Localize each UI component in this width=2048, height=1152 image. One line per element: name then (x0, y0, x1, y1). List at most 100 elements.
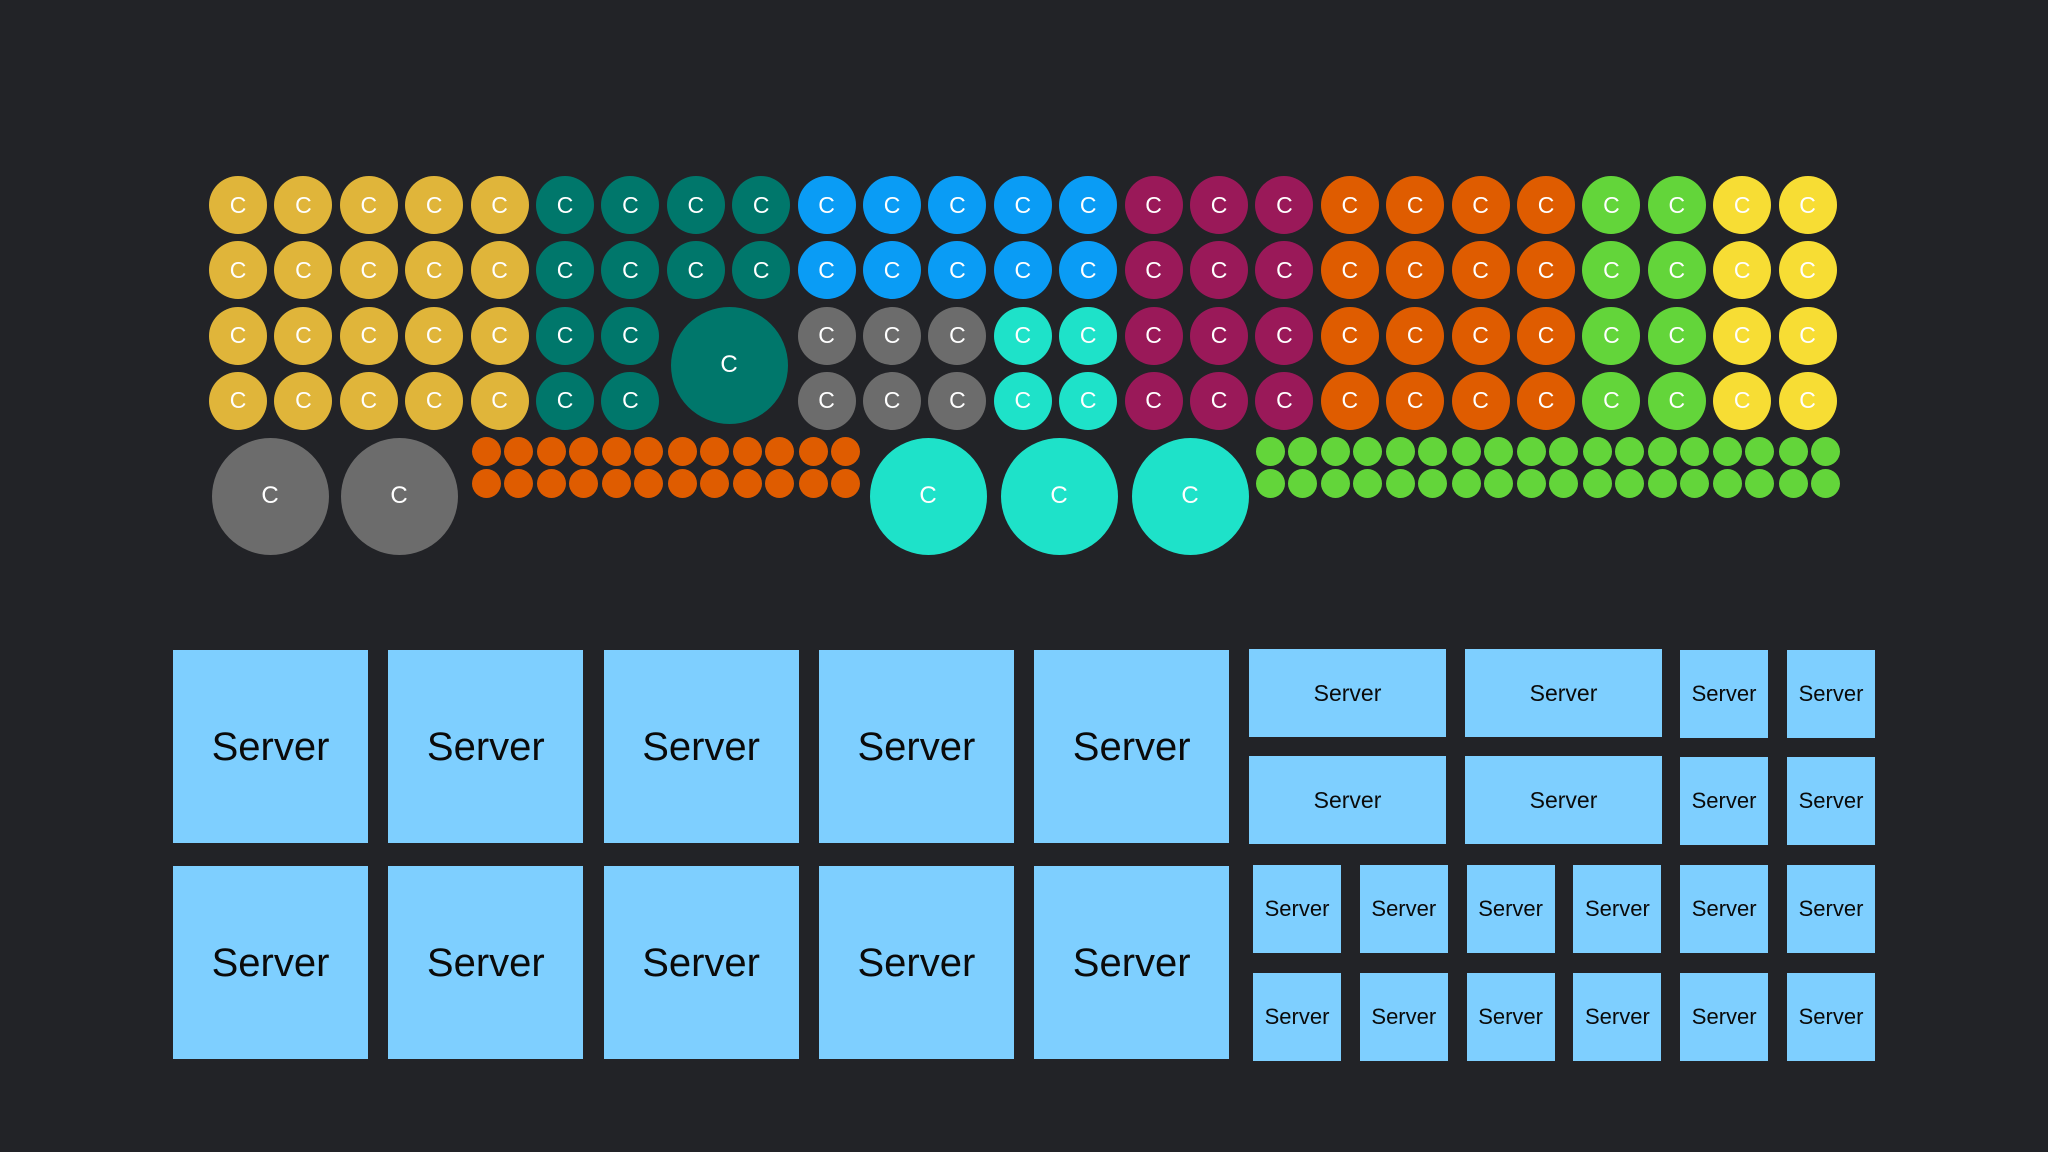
container-gray: C (928, 306, 987, 365)
container-yellow: C (1778, 371, 1837, 430)
container-blue: C (993, 241, 1052, 300)
container-dot-orange (830, 436, 860, 466)
container-magenta: C (1124, 371, 1183, 430)
server-small: Server (1573, 865, 1662, 953)
container-dot-green (1287, 436, 1317, 466)
container-mustard: C (274, 371, 333, 430)
container-teal: C (536, 306, 594, 365)
container-yellow: C (1778, 306, 1837, 365)
server-small: Server (1787, 973, 1875, 1061)
container-dot-green (1679, 468, 1709, 498)
container-dot-green (1582, 436, 1612, 466)
container-gray: C (863, 306, 921, 365)
container-teal: C (732, 241, 791, 300)
container-mustard: C (405, 241, 464, 300)
container-mustard: C (470, 176, 529, 234)
container-large-gray: C (340, 437, 458, 555)
container-magenta: C (1255, 241, 1314, 300)
container-orange: C (1386, 306, 1445, 365)
container-dot-orange (634, 436, 664, 466)
container-cyan: C (993, 371, 1052, 430)
container-dot-green (1647, 436, 1677, 466)
container-dot-green (1320, 468, 1350, 498)
container-blue: C (928, 176, 987, 234)
container-green: C (1647, 241, 1706, 300)
container-dot-orange (602, 436, 632, 466)
container-dot-orange (699, 436, 729, 466)
container-dot-green (1451, 436, 1481, 466)
container-orange: C (1320, 306, 1379, 365)
container-dot-orange (536, 468, 566, 498)
container-mustard: C (274, 306, 333, 365)
container-mustard: C (405, 371, 464, 430)
server-small: Server (1253, 865, 1341, 953)
container-cyan: C (1059, 371, 1118, 430)
container-dot-orange (765, 468, 795, 498)
container-dot-orange (634, 468, 664, 498)
container-blue: C (1059, 241, 1118, 300)
container-mustard: C (274, 241, 333, 300)
container-dot-green (1255, 468, 1285, 498)
server-small: Server (1680, 650, 1768, 738)
container-yellow: C (1713, 176, 1772, 234)
container-dot-orange (699, 468, 729, 498)
server-small: Server (1359, 973, 1448, 1061)
container-magenta: C (1255, 371, 1314, 430)
container-magenta: C (1124, 306, 1183, 365)
container-dot-green (1647, 468, 1677, 498)
server-large: Server (818, 650, 1014, 843)
container-blue: C (863, 176, 921, 234)
container-orange: C (1386, 176, 1445, 234)
container-orange: C (1386, 371, 1445, 430)
container-mustard: C (339, 306, 398, 365)
container-mustard: C (470, 241, 529, 300)
container-dot-green (1679, 436, 1709, 466)
container-orange: C (1320, 371, 1379, 430)
container-teal: C (536, 371, 594, 430)
container-dot-orange (471, 468, 501, 498)
server-small: Server (1359, 865, 1448, 953)
container-large-cyan: C (1131, 437, 1249, 555)
container-dot-green (1451, 468, 1481, 498)
container-dot-green (1549, 436, 1579, 466)
container-mustard: C (209, 371, 267, 430)
server-small: Server (1787, 865, 1875, 953)
container-green: C (1582, 241, 1641, 300)
server-medium: Server (1249, 649, 1446, 737)
container-dot-green (1778, 468, 1808, 498)
container-dot-green (1778, 436, 1808, 466)
container-orange: C (1451, 306, 1510, 365)
container-dot-green (1517, 436, 1547, 466)
container-orange: C (1451, 176, 1510, 234)
container-dot-green (1745, 468, 1775, 498)
container-cyan: C (1059, 306, 1118, 365)
container-dot-green (1614, 468, 1644, 498)
container-dot-green (1255, 436, 1285, 466)
container-mustard: C (405, 176, 464, 234)
server-small: Server (1253, 973, 1341, 1061)
container-orange: C (1451, 241, 1510, 300)
container-dot-green (1810, 468, 1840, 498)
container-green: C (1647, 176, 1706, 234)
container-green: C (1647, 306, 1706, 365)
container-orange: C (1386, 241, 1445, 300)
container-teal: C (601, 241, 660, 300)
container-dot-green (1483, 468, 1513, 498)
container-dot-green (1582, 468, 1612, 498)
server-small: Server (1680, 865, 1769, 953)
container-orange: C (1517, 306, 1575, 365)
container-dot-green (1614, 436, 1644, 466)
container-dot-orange (667, 468, 697, 498)
container-mustard: C (209, 241, 267, 300)
container-teal: C (601, 371, 660, 430)
container-mustard: C (470, 371, 529, 430)
server-large: Server (1034, 650, 1230, 843)
server-large: Server (388, 650, 584, 843)
server-small: Server (1466, 865, 1555, 953)
container-large-cyan: C (869, 437, 987, 555)
container-mustard: C (209, 176, 267, 234)
container-mustard: C (274, 176, 333, 234)
container-mustard: C (339, 176, 398, 234)
container-dot-green (1483, 436, 1513, 466)
